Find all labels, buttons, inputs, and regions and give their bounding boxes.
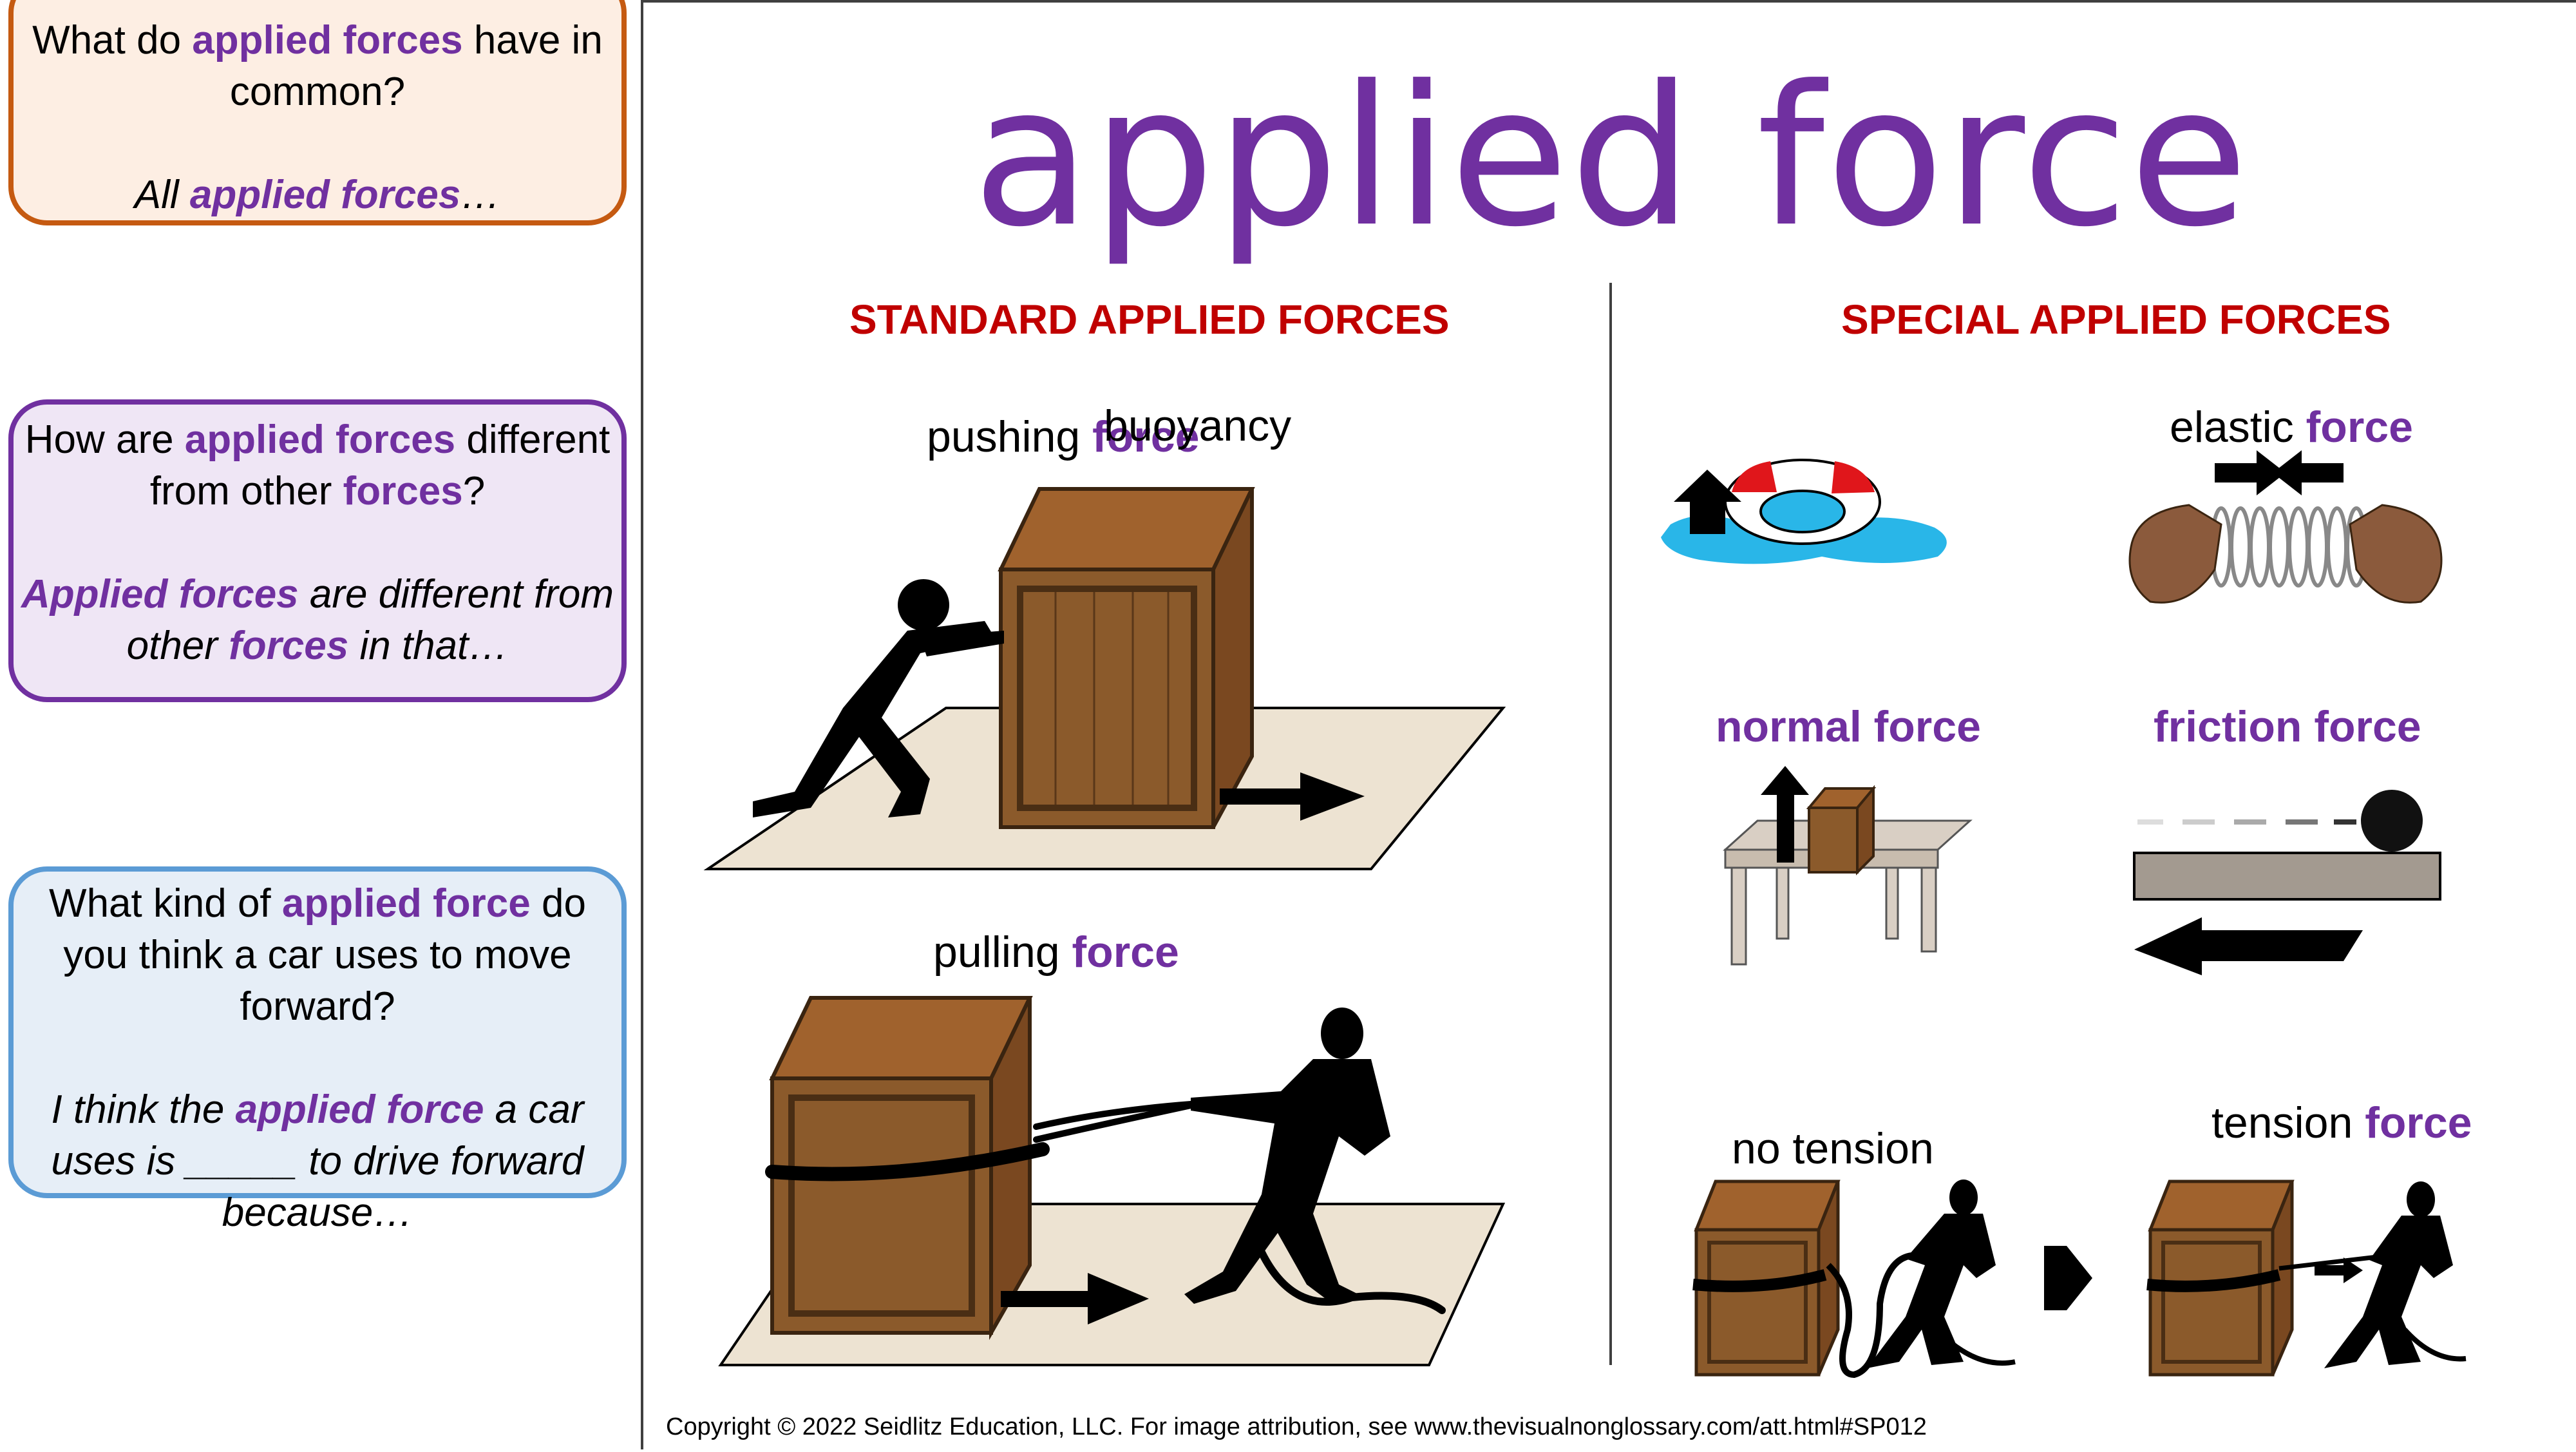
term-highlight: Applied forces [21,572,299,616]
text-run: All [134,173,190,217]
arrow-right-icon [2215,450,2286,495]
text-run: are different from other [126,572,614,668]
text-run: a car uses is _____ to drive forward bec… [51,1087,584,1235]
text-run: … [460,173,501,217]
buoyancy-illustration [1661,459,1947,564]
text-run: different from other [149,417,611,513]
taut-rope-icon [2278,1253,2389,1271]
text-run: I think the [51,1087,236,1132]
crate [998,487,1255,829]
ball-icon [2361,790,2423,852]
prompt-box-car: What kind of applied force do you think … [8,866,627,1235]
label-tension-force: tension force [2211,1098,2472,1147]
text-run: do you think a car uses to move forward? [63,881,586,1029]
prompt-question: How are applied forces different from ot… [14,414,621,517]
friction-illustration [2133,790,2441,975]
arrow-right-icon [1220,772,1365,821]
text-run: What do [32,18,193,62]
rough-surface [2133,852,2441,901]
prompt-question: What kind of applied force do you think … [14,878,621,1033]
pushing-illustration [703,487,1506,870]
text-run: in that… [348,624,509,668]
tension-illustration [1692,1180,2467,1379]
prompt-box-different: How are applied forces different from ot… [8,399,627,702]
label-buoyancy: buoyancy [1104,401,1292,450]
label-pulling-force: pulling force [933,928,1179,977]
prompt-answer-starter: Applied forces are different from other … [14,569,621,672]
crate [769,996,1033,1341]
term-highlight: applied force [235,1087,484,1132]
crate [2148,1180,2295,1377]
prompt-question: What do applied forces have in common? [14,15,621,118]
person-silhouette-icon [1867,1180,1996,1368]
arrow-up-icon [1674,470,1741,534]
term-highlight: applied force [281,881,531,926]
pulling-illustration [718,996,1506,1366]
elastic-illustration [2128,450,2443,604]
arrow-left-icon [2273,450,2344,495]
term-highlight: applied forces [192,18,463,62]
term-highlight: forces [343,469,463,513]
hand-right-icon [2349,504,2443,604]
prompt-answer-starter: All applied forces… [14,169,621,221]
text-run: How are [24,417,185,462]
spring-icon [2210,506,2367,587]
copyright-notice: Copyright © 2022 Seidlitz Education, LLC… [666,1413,1927,1440]
section-heading-standard: STANDARD APPLIED FORCES [849,296,1450,343]
text-run: have in common? [229,18,603,114]
chevron-right-icon [2044,1246,2092,1310]
term-highlight: applied forces [189,173,461,217]
section-divider [1609,283,1612,1365]
life-ring-icon [1724,459,1881,545]
text-run: ? [462,469,486,513]
person-silhouette-icon [2324,1181,2453,1368]
rope-icon [765,1101,1446,1314]
label-pushing-force: pushing force [927,412,1200,461]
vocabulary-panel: applied force STANDARD APPLIED FORCES SP… [641,0,2576,1449]
term-highlight: applied forces [184,417,456,462]
slack-rope-icon [1826,1252,1913,1379]
prompt-answer-starter: I think the applied force a car uses is … [14,1084,621,1239]
term-highlight: forces [229,624,349,668]
section-heading-special: SPECIAL APPLIED FORCES [1841,296,2391,343]
label-friction-force: friction force [2154,702,2421,751]
person-pulling-icon [1184,1008,1390,1304]
page-title: applied force [972,44,2250,269]
text-run: What kind of [49,881,282,926]
normal-force-illustration [1723,766,1973,966]
arrow-left-icon [2134,917,2363,975]
person-pushing-icon [753,579,1004,817]
label-elastic-force: elastic force [2170,403,2413,452]
label-no-tension: no tension [1732,1124,1934,1173]
arrow-right-icon [2315,1257,2363,1283]
crate [1806,785,1877,875]
prompt-box-common: What do applied forces have in common? A… [8,0,627,225]
label-normal-force: normal force [1716,702,1981,751]
arrow-right-icon [1001,1273,1149,1324]
crate [1694,1180,1841,1377]
arrow-up-icon [1761,766,1809,863]
hand-left-icon [2128,504,2222,604]
